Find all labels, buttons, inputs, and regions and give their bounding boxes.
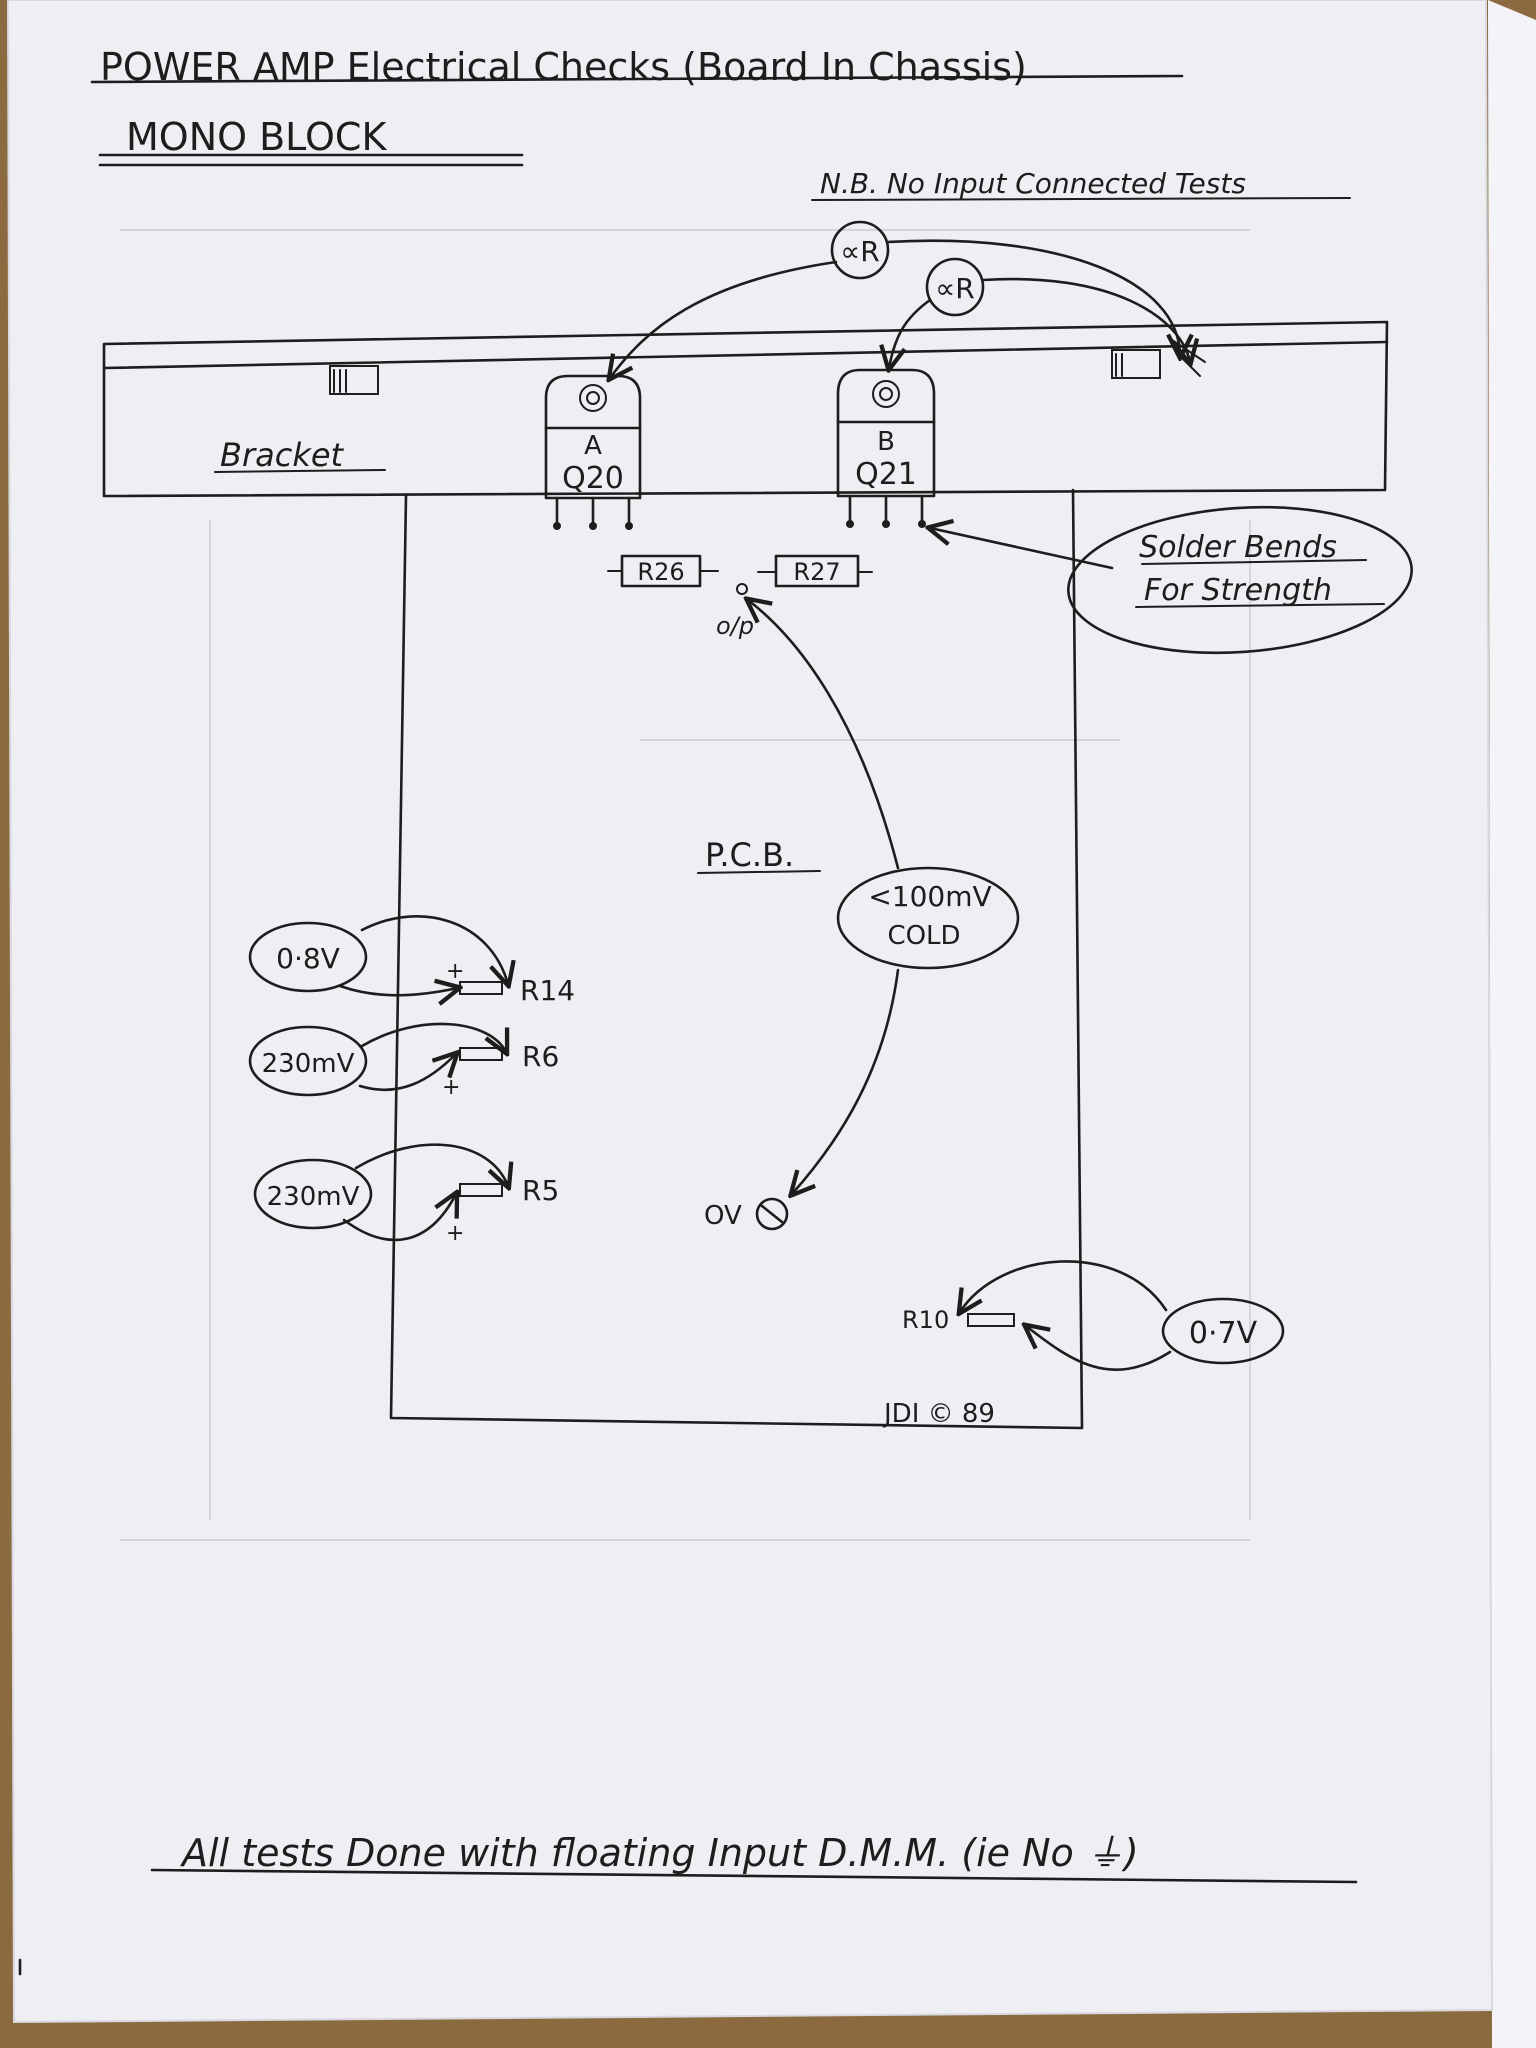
plus-r14: + <box>446 959 464 984</box>
show-through-lines <box>120 229 1251 1541</box>
solder-callout-line1: Solder Bends <box>1139 530 1337 565</box>
reading-r5: 230mV <box>267 1182 360 1212</box>
ground-label: OV <box>704 1201 742 1231</box>
reading-r10-ellipse <box>1161 1297 1285 1365</box>
pcb-label: P.C.B. <box>705 836 794 874</box>
reading-r14: 0·8V <box>276 942 340 975</box>
solder-callout-ellipse <box>1067 505 1413 655</box>
ground-terminal <box>755 1197 789 1231</box>
resistor-r5-label: R5 <box>522 1174 559 1207</box>
resistor-r14 <box>459 981 503 995</box>
probe-arrow-q21 <box>889 298 932 368</box>
output-reading-state: COLD <box>887 921 960 951</box>
reading-r5-ellipse <box>253 1158 373 1230</box>
note-text: N.B. No Input Connected Tests <box>820 167 1246 200</box>
ground-probe-arrow <box>792 968 900 1194</box>
pcb-outline <box>389 488 1084 1430</box>
solder-callout-line2: For Strength <box>1144 573 1332 608</box>
output-reading-value: <100mV <box>868 880 991 913</box>
bracket-label: Bracket <box>220 436 345 474</box>
resistor-r6 <box>459 1047 503 1061</box>
transistor-q21 <box>836 368 936 528</box>
footer-note: All tests Done with floating Input D.M.M… <box>179 1831 1139 1875</box>
resistor-r10 <box>967 1313 1015 1327</box>
resistor-r10-label: R10 <box>902 1306 949 1334</box>
signature: JDI © 89 <box>882 1399 995 1429</box>
reading-r6-ellipse <box>248 1025 368 1097</box>
chassis-ground-mark <box>1171 339 1206 377</box>
probe-arrow-r14-bottom <box>338 986 458 995</box>
resistance-bubble-a <box>830 220 890 280</box>
reading-r6: 230mV <box>262 1049 355 1079</box>
probe-arrow-r10-top <box>960 1260 1168 1312</box>
probe-arrow-chassis-a <box>886 239 1180 356</box>
probe-arrow-r6-bottom <box>358 1054 456 1092</box>
paper-sheet <box>8 0 1492 2022</box>
transistor-a-letter: A <box>584 431 602 461</box>
output-reading-ellipse <box>836 866 1020 970</box>
reading-r10: 0·7V <box>1189 1316 1258 1351</box>
probe-arrow-r5-top <box>354 1143 508 1186</box>
probe-arrow-q20 <box>610 260 838 378</box>
transistor-b-letter: B <box>877 427 895 457</box>
output-label: o/p <box>716 612 754 640</box>
plus-r5: + <box>446 1221 464 1246</box>
resistor-r5 <box>459 1183 503 1197</box>
under-sheet <box>1488 0 1536 2048</box>
resistance-symbol-b: ∝R <box>935 272 974 305</box>
resistor-r26 <box>607 554 719 588</box>
probe-arrow-r6-top <box>360 1022 506 1052</box>
output-probe-arrow <box>748 600 900 870</box>
probe-arrow-r14-top <box>360 915 508 984</box>
resistor-r6-label: R6 <box>522 1040 559 1073</box>
probe-arrow-chassis-b <box>981 277 1190 362</box>
resistance-symbol-a: ∝R <box>840 235 879 268</box>
resistor-r14-label: R14 <box>520 974 575 1007</box>
plus-r6: + <box>442 1075 460 1100</box>
transistor-b-label: Q21 <box>855 457 917 492</box>
subtitle: MONO BLOCK <box>126 115 387 159</box>
resistor-r27 <box>757 554 873 588</box>
solder-callout-arrow <box>930 528 1114 570</box>
resistance-bubble-b <box>925 257 985 317</box>
output-node <box>736 583 748 595</box>
reading-r14-ellipse <box>248 921 368 993</box>
transistor-a-label: Q20 <box>562 461 624 496</box>
resistor-r26-label: R26 <box>637 558 684 586</box>
probe-arrow-r10-bottom <box>1026 1326 1172 1371</box>
resistor-r27-label: R27 <box>793 558 840 586</box>
probe-arrow-r5-bottom <box>342 1194 456 1242</box>
